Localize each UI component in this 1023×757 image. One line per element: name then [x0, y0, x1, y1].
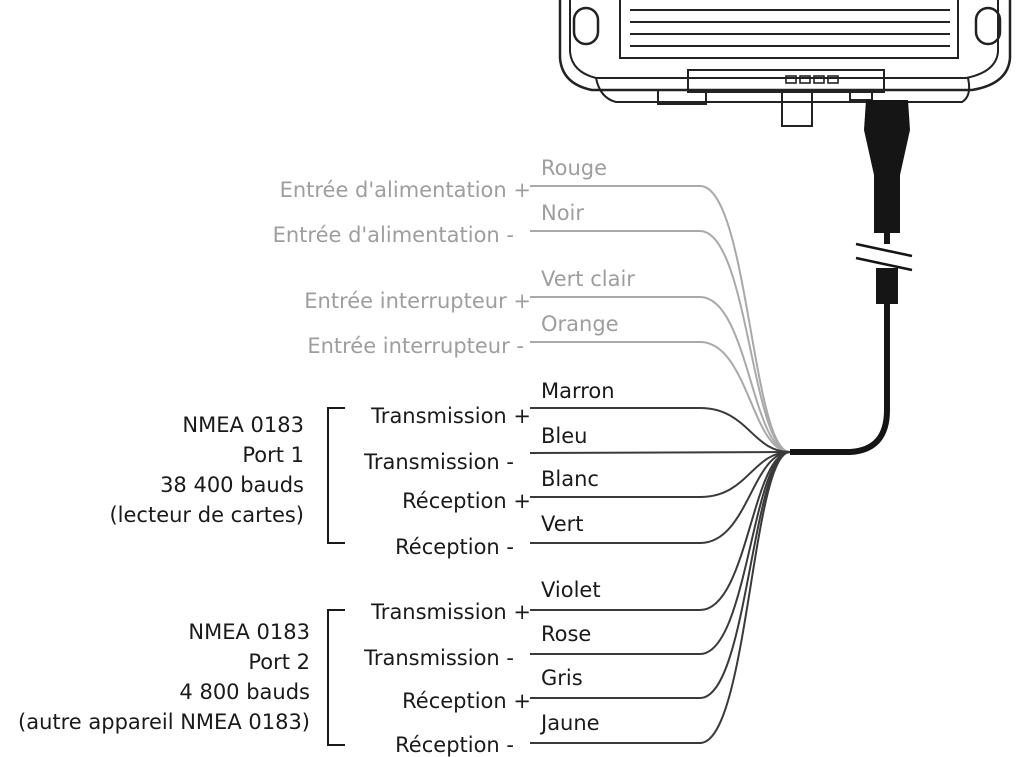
port1-rx-plus-color: Blanc [541, 467, 599, 491]
port1-rx-plus-label: Réception + [402, 489, 531, 513]
port2-title: NMEA 0183 [188, 620, 310, 644]
inactive-wires [530, 185, 791, 453]
inactive-wire [530, 230, 791, 453]
port2-bracket [327, 609, 345, 746]
port2-rx-minus-color: Jaune [541, 711, 600, 735]
cable-connector [790, 100, 913, 455]
inactive-wire [530, 185, 791, 453]
port-brackets [327, 407, 345, 746]
port1-bracket [327, 407, 345, 544]
power-plus-function-label: Entrée d'alimentation + [279, 178, 531, 202]
switch-plus-color-label: Vert clair [541, 267, 635, 291]
port2-tx-plus-color: Violet [541, 578, 601, 602]
port2-rx-plus-label: Réception + [402, 689, 531, 713]
port2-rx-minus-label: Réception - [395, 733, 514, 757]
active-wires [529, 407, 791, 744]
power-plus-color-label: Rouge [541, 156, 608, 180]
port1-rx-minus-color: Vert [541, 512, 584, 536]
port1-device: (lecteur de cartes) [109, 503, 304, 527]
port1-title: NMEA 0183 [182, 413, 304, 437]
device-illustration [558, 0, 1012, 127]
port1-tx-minus-color: Bleu [541, 424, 588, 448]
port1-description: NMEA 0183 Port 1 38 400 bauds (lecteur d… [109, 410, 304, 530]
port2-tx-minus-label: Transmission - [364, 646, 514, 670]
port1-baud: 38 400 bauds [160, 473, 304, 497]
switch-minus-function-label: Entrée interrupteur - [307, 334, 524, 358]
port2-tx-minus-color: Rose [541, 622, 592, 646]
inactive-wire [530, 341, 791, 453]
port2-tx-plus-label: Transmission + [371, 600, 531, 624]
port1-rx-minus-label: Réception - [395, 535, 514, 559]
active-wire [530, 451, 791, 744]
switch-minus-color-label: Orange [541, 312, 619, 336]
port1-port: Port 1 [242, 443, 304, 467]
port1-tx-plus-color: Marron [541, 379, 615, 403]
port1-tx-minus-label: Transmission - [364, 450, 514, 474]
port2-description: NMEA 0183 Port 2 4 800 bauds (autre appa… [18, 617, 310, 737]
port2-rx-plus-color: Gris [541, 666, 583, 690]
active-wire [530, 451, 791, 611]
active-wire [530, 407, 791, 453]
active-wire [529, 451, 791, 454]
port1-tx-plus-label: Transmission + [371, 404, 531, 428]
port2-baud: 4 800 bauds [179, 680, 310, 704]
active-wire [530, 451, 791, 544]
port2-device: (autre appareil NMEA 0183) [18, 710, 310, 734]
power-minus-color-label: Noir [541, 201, 585, 225]
power-minus-function-label: Entrée d'alimentation - [272, 223, 514, 247]
active-wire [530, 451, 791, 498]
inactive-wire [530, 296, 791, 453]
port2-port: Port 2 [248, 650, 310, 674]
switch-plus-function-label: Entrée interrupteur + [304, 289, 531, 313]
